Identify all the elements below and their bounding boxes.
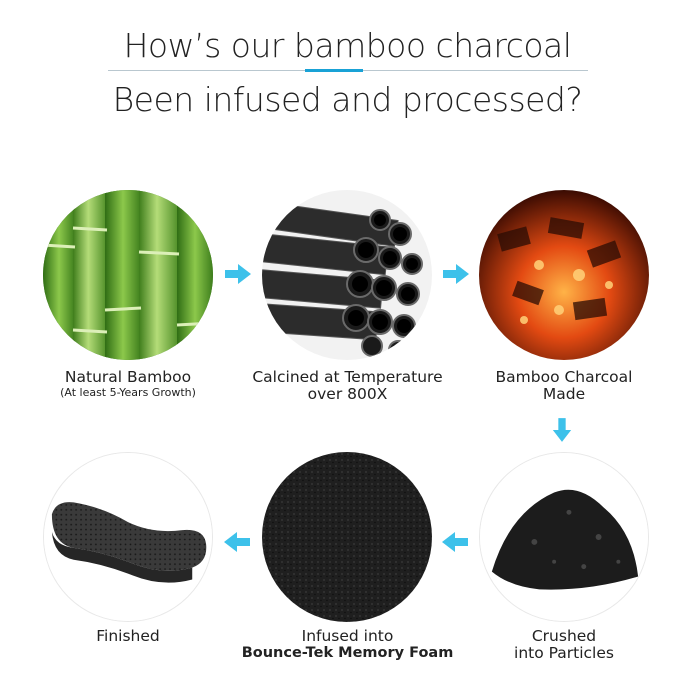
title-line-2: Been infused and processed?	[112, 80, 583, 119]
step-label-2: Made	[542, 385, 586, 403]
arrow-down-icon	[551, 418, 573, 442]
step-sublabel: (At least 5-Years Growth)	[60, 386, 196, 399]
step-label: Infused into	[301, 627, 394, 645]
step-label-2: into Particles	[514, 644, 614, 662]
bamboo-image	[43, 190, 213, 360]
step-charcoal-made: Bamboo Charcoal Made	[464, 369, 664, 403]
infused-foam-image	[262, 452, 432, 622]
arrow-right-icon	[225, 262, 251, 286]
charcoal-logs-image	[262, 190, 432, 360]
step-label: Crushed	[531, 627, 597, 645]
burning-charcoal-image	[479, 190, 649, 360]
step-finished: Finished	[28, 628, 228, 645]
step-label-2: over 800X	[307, 385, 388, 403]
step-label: Calcined at Temperature	[252, 368, 443, 386]
step-infused: Infused into Bounce-Tek Memory Foam	[225, 628, 470, 662]
step-label-2: Bounce-Tek Memory Foam	[241, 645, 454, 661]
title-accent	[305, 69, 363, 72]
charcoal-particles-image	[479, 452, 649, 622]
step-label: Finished	[96, 627, 160, 645]
arrow-left-icon	[442, 530, 468, 554]
arrow-left-icon	[224, 530, 250, 554]
step-label: Natural Bamboo	[64, 368, 192, 386]
finished-pillow-image	[43, 452, 213, 622]
arrow-right-icon	[443, 262, 469, 286]
step-natural-bamboo: Natural Bamboo (At least 5-Years Growth)	[28, 369, 228, 400]
step-label: Bamboo Charcoal	[495, 368, 633, 386]
title-line-1: How’s our bamboo charcoal	[123, 26, 572, 65]
step-calcined: Calcined at Temperature over 800X	[225, 369, 470, 403]
step-crushed: Crushed into Particles	[464, 628, 664, 662]
